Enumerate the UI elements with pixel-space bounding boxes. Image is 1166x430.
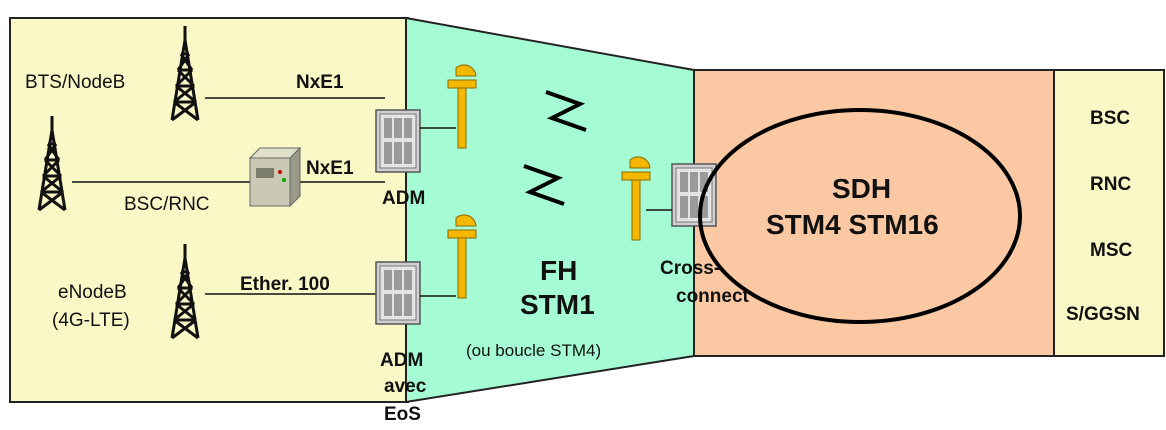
site-label-bts: BTS/NodeB: [25, 72, 125, 93]
sdh-ring: [698, 108, 1022, 324]
fh-title: FH: [540, 255, 577, 286]
fh-subtitle: STM1: [520, 289, 595, 320]
site-label-enodeb-sub: (4G-LTE): [52, 310, 130, 331]
sdh-subtitle: STM4 STM16: [766, 209, 939, 240]
crossconnect-label: Cross-: [660, 258, 720, 279]
core-item-sggsn: S/GGSN: [1066, 304, 1140, 325]
fh-note: (ou boucle STM4): [466, 341, 601, 360]
adm-label-bottom-avec: avec: [384, 376, 427, 397]
adm-label-bottom-eos: EoS: [384, 404, 421, 425]
link-label-nxe1-mid: NxE1: [306, 158, 354, 179]
adm-equipment-icon: [375, 109, 421, 173]
link-label-ether: Ether. 100: [240, 274, 330, 295]
crossconnect-label-2: connect: [676, 286, 750, 307]
bsc-box-icon: [248, 146, 302, 208]
site-label-enodeb: eNodeB: [58, 282, 127, 303]
core-item-rnc: RNC: [1090, 174, 1131, 195]
adm-label-bottom: ADM: [380, 350, 423, 371]
access-zone: [9, 17, 409, 403]
sdh-title: SDH: [832, 173, 891, 204]
adm-equipment-icon: [671, 163, 717, 227]
site-label-bsc-rnc: BSC/RNC: [124, 194, 210, 215]
adm-label-top: ADM: [382, 188, 425, 209]
core-item-bsc: BSC: [1090, 108, 1130, 129]
core-item-msc: MSC: [1090, 240, 1133, 261]
link-label-nxe1-top: NxE1: [296, 72, 344, 93]
sdh-zone: [693, 69, 1055, 357]
adm-equipment-icon: [375, 261, 421, 325]
core-zone: [1053, 69, 1165, 357]
